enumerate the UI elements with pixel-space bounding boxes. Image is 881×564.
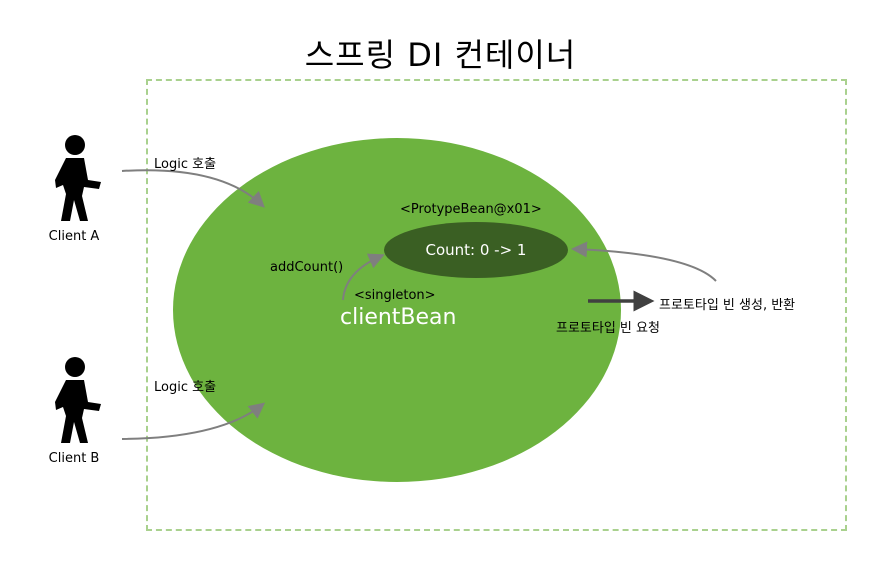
create-return-arrow	[571, 241, 717, 282]
create-return-label: 프로토타입 빈 생성, 반환	[659, 298, 796, 313]
singleton-tag: <singleton>	[354, 288, 436, 303]
diagram-title: 스프링 DI 컨테이너	[304, 36, 577, 74]
logic-call-arrow-a	[121, 169, 265, 208]
prototype-bean-tag: <ProtypeBean@x01>	[400, 202, 542, 217]
client-b-label: Client B	[48, 451, 100, 466]
spring-di-container-boundary	[146, 79, 847, 531]
add-count-label: addCount()	[270, 260, 344, 275]
logic-call-label-b: Logic 호출	[154, 380, 217, 395]
logic-call-label-a: Logic 호출	[154, 157, 217, 172]
person-icon-client-b	[55, 357, 101, 443]
prototype-bean-ellipse	[384, 222, 568, 278]
client-a-label: Client A	[48, 229, 100, 244]
person-icon-client-a	[55, 135, 101, 221]
logic-call-arrow-b	[121, 402, 266, 440]
add-count-arrow	[342, 253, 385, 301]
prototype-request-label: 프로토타입 빈 요청	[556, 321, 660, 336]
prototype-count-text: Count: 0 -> 1	[425, 241, 527, 259]
client-bean-name: clientBean	[340, 305, 457, 330]
